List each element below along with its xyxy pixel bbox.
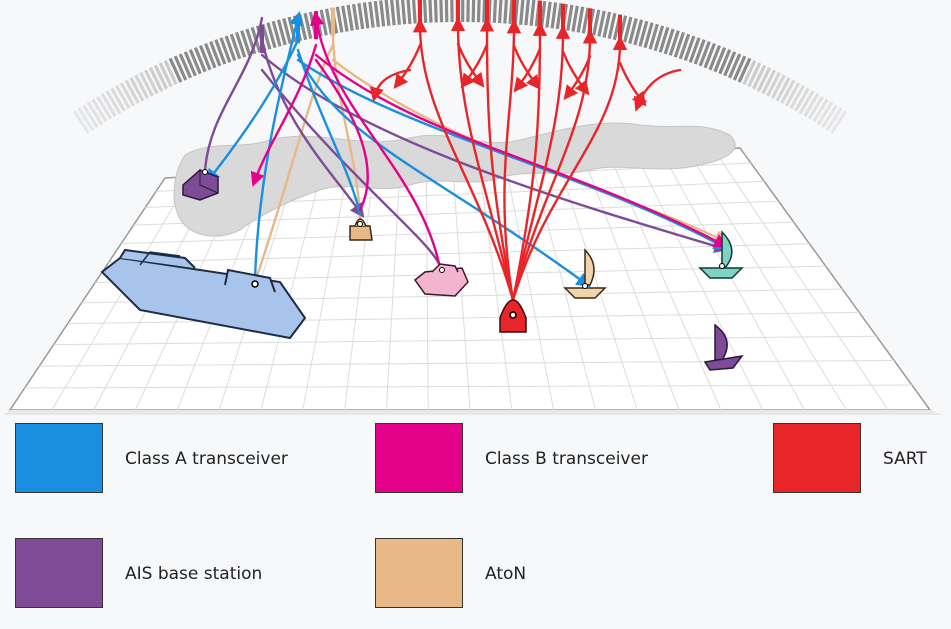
yacht-icon — [563, 248, 607, 299]
pink-boat-icon — [413, 263, 469, 297]
teal-yacht-icon — [698, 230, 744, 279]
legend: Class A transceiver Class B transceiver … — [0, 415, 951, 629]
sart-signal-fan — [369, 16, 682, 302]
ais-network-diagram — [3, 0, 944, 415]
class-a-swatch — [15, 423, 103, 493]
legend-label-sart: SART — [883, 449, 927, 469]
legend-label-class-b: Class B transceiver — [485, 449, 648, 469]
sart-swatch — [773, 423, 861, 493]
ais-base-station-icon — [182, 169, 219, 201]
legend-label-ais-base: AIS base station — [125, 564, 263, 584]
class-b-swatch — [375, 423, 463, 493]
aton-swatch — [375, 538, 463, 608]
purple-yacht-icon — [703, 323, 744, 371]
legend-label-aton: AtoN — [485, 564, 527, 584]
sart-buoy-icon — [499, 299, 527, 333]
aton-buoy-icon — [349, 218, 373, 241]
legend-label-class-a: Class A transceiver — [125, 449, 288, 469]
large-ship-icon — [100, 248, 307, 340]
ais-base-swatch — [15, 538, 103, 608]
